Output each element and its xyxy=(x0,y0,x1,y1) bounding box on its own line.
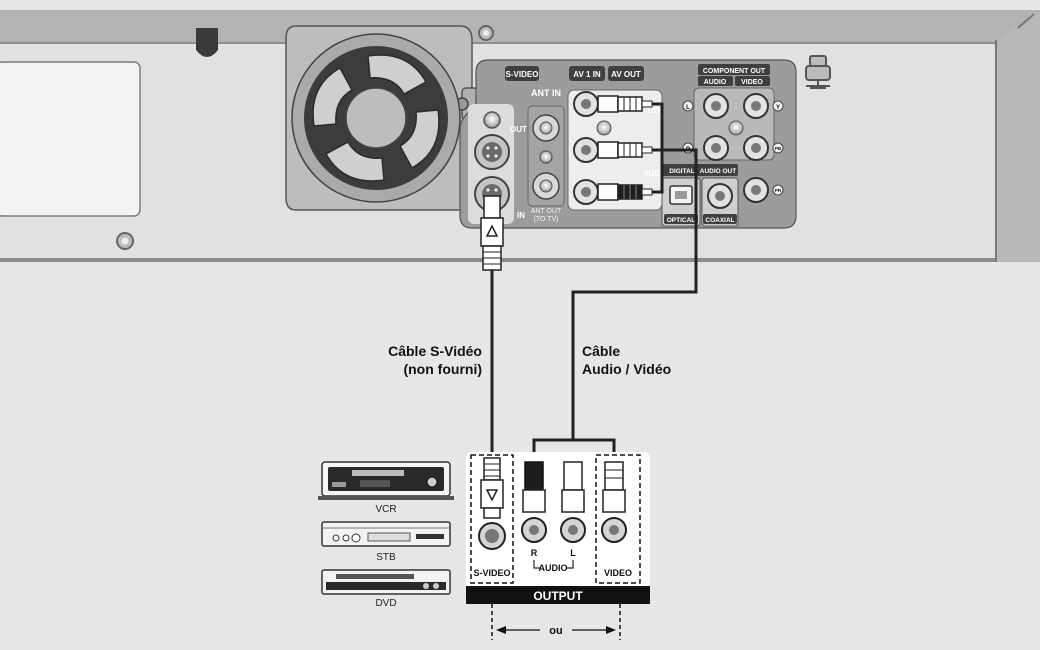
vcr-label: VCR xyxy=(375,504,396,515)
svideo-out-jack xyxy=(483,111,501,129)
ant-in-label: ANT IN xyxy=(531,88,561,98)
output-label: OUTPUT xyxy=(533,589,583,603)
component-video-label: VIDEO xyxy=(741,79,763,86)
svideo-cable xyxy=(480,195,504,458)
jack-l-marker: L xyxy=(686,105,690,111)
stb-label: STB xyxy=(376,552,396,563)
component-out-label: COMPONENT OUT xyxy=(703,68,766,75)
av-video-partial-label: EO xyxy=(648,106,660,115)
output-audio-label: AUDIO xyxy=(539,563,568,573)
digital-label: DIGITAL xyxy=(669,168,695,175)
svideo-cable-note: (non fourni) xyxy=(403,361,482,377)
rear-svideo-label: S-VIDEO xyxy=(506,70,539,79)
coaxial-label: COAXIAL xyxy=(705,217,734,224)
output-r-label: R xyxy=(531,548,538,558)
dvd-device xyxy=(321,569,451,595)
svideo-cable-label: Câble S-Vidéo xyxy=(388,343,482,359)
ground-icon xyxy=(805,55,831,89)
vcr-device xyxy=(318,461,454,500)
jack-pr-marker: PR xyxy=(775,188,782,193)
av-out-label: AV OUT xyxy=(611,70,641,79)
av-cable-label-2: Audio / Vidéo xyxy=(582,361,671,377)
optical-label: OPTICAL xyxy=(667,217,696,224)
av-audio-partial-label: AUDI xyxy=(643,169,663,178)
or-label: ou xyxy=(549,625,562,637)
av-plug-audio-white xyxy=(597,141,653,159)
output-svideo-label: S-VIDEO xyxy=(473,568,510,578)
ant-out-to-tv-label: (TO TV) xyxy=(533,216,558,223)
output-panel: OUTPUT S-VIDEO R L AUDIO VIDEO xyxy=(466,452,650,604)
output-l-label: L xyxy=(570,548,576,558)
stb-device xyxy=(321,521,451,547)
jack-y-marker: Y xyxy=(776,105,780,111)
av-plug-audio-red xyxy=(597,183,653,201)
av-cable xyxy=(532,102,698,462)
jack-pb-marker: PB xyxy=(775,146,782,151)
or-indicator: ou xyxy=(491,604,621,640)
connector-panel: S-VIDEO OUT IN ANT IN ANT OUT (TO TV) AV… xyxy=(459,59,797,229)
rear-out-label: OUT xyxy=(510,125,527,134)
cooling-fan xyxy=(285,25,479,211)
output-video-label: VIDEO xyxy=(604,568,632,578)
rear-in-label: IN xyxy=(517,211,525,220)
ant-out-label: ANT OUT xyxy=(531,208,562,215)
component-audio-label: AUDIO xyxy=(704,79,727,86)
dvd-label: DVD xyxy=(375,598,396,609)
audio-out-label: AUDIO OUT xyxy=(700,168,737,175)
av-cable-label: Câble xyxy=(582,343,620,359)
av1-in-label: AV 1 IN xyxy=(573,70,601,79)
